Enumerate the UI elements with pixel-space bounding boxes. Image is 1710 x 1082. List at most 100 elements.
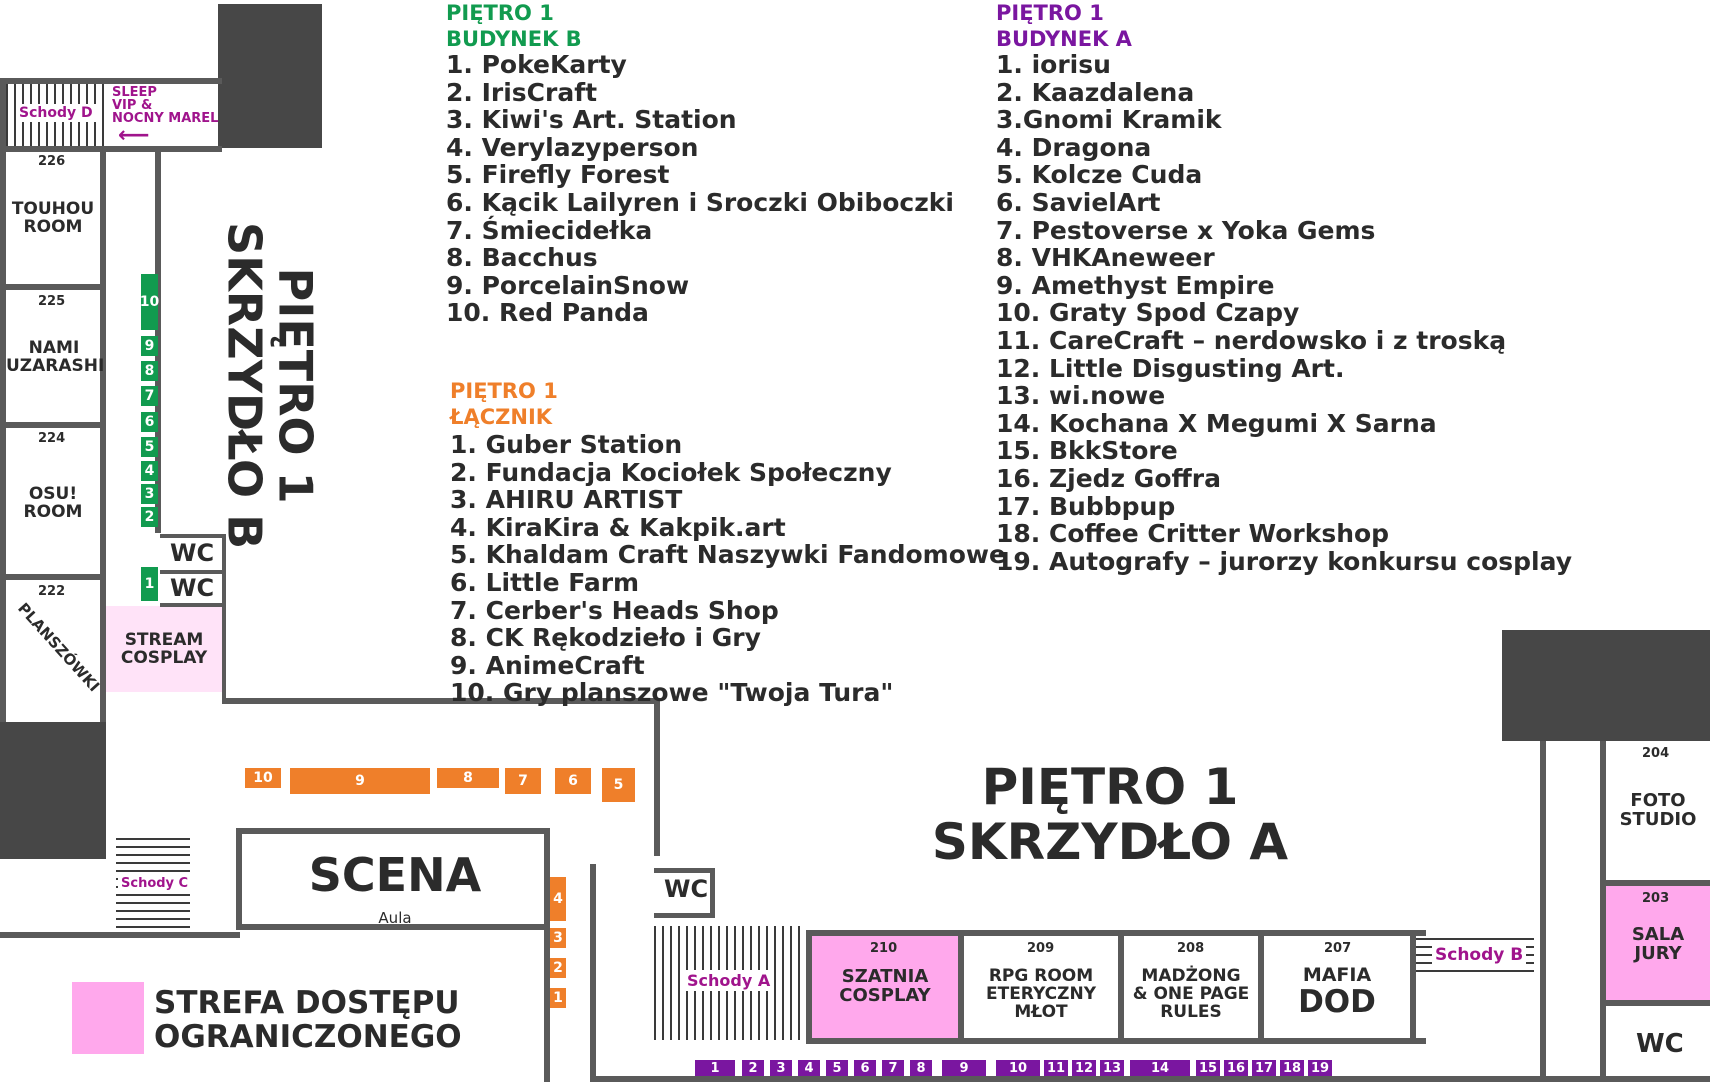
list-item: 19. Autografy – jurorzy konkursu cosplay	[996, 546, 1572, 576]
list-item: 1. Guber Station	[450, 430, 683, 459]
stall-a-12: 12	[1072, 1060, 1096, 1076]
stall-b-6: 6	[141, 412, 158, 432]
stall-b-2: 2	[141, 507, 158, 527]
list-item: 13. wi.nowe	[996, 381, 1166, 411]
list-item: 11. CareCraft – nerdowsko i z troską	[996, 325, 1507, 355]
stall-a-7: 7	[882, 1060, 904, 1076]
room-224-label: OSU! ROOM	[8, 485, 98, 522]
room-number: 226	[38, 154, 66, 169]
wc-label: WC	[664, 875, 709, 903]
list-item: 7. Pestoverse x Yoka Gems	[996, 215, 1376, 245]
stall-l-7: 7	[505, 768, 541, 794]
wall	[222, 698, 660, 704]
room-name-line: MAFIA	[1302, 964, 1372, 986]
wall	[654, 698, 660, 856]
list-head-line: PIĘTRO 1	[446, 1, 554, 25]
stall-l-2: 2	[550, 958, 566, 978]
wall	[806, 930, 1426, 936]
list-item: 7. Cerber's Heads Shop	[450, 595, 779, 625]
list-item: 8. Bacchus	[446, 243, 598, 273]
wall	[160, 603, 226, 607]
room-226-label: TOUHOU ROOM	[8, 200, 98, 237]
wall	[1258, 930, 1264, 1044]
stall-l-3: 3	[550, 928, 566, 948]
room-name-line: STUDIO	[1619, 808, 1697, 830]
room-name-line: ROOM	[23, 216, 83, 237]
list-item: 3. Kiwi's Art. Station	[446, 105, 737, 135]
room-name-line: & ONE PAGE	[1132, 983, 1250, 1004]
room-number: 204	[1642, 746, 1670, 761]
wing-a-title-line: PIĘTRO 1	[981, 758, 1239, 816]
list-a-head: PIĘTRO 1 BUDYNEK A	[996, 0, 1132, 52]
list-item: 14. Kochana X Megumi X Sarna	[996, 408, 1437, 438]
wing-a-title-line: SKRZYDŁO A	[931, 813, 1289, 871]
room-number: 210	[870, 941, 898, 956]
list-b-head: PIĘTRO 1 BUDYNEK B	[446, 0, 582, 52]
list-a: 1. iorisu 2. Kaazdalena 3.Gnomi Kramik 4…	[996, 51, 1572, 575]
stall-b-8: 8	[141, 361, 158, 381]
list-item: 3.Gnomi Kramik	[996, 105, 1222, 135]
list-item: 7. Śmiecidełka	[446, 215, 653, 245]
room-name-line: FOTO	[1630, 790, 1686, 811]
room-name-line: ROOM	[23, 501, 83, 522]
room-204-label: FOTO STUDIO	[1606, 790, 1710, 830]
room-209-label: RPG ROOM ETERYCZNY MŁOT	[964, 967, 1118, 1022]
room-name-line: MADŻONG	[1141, 966, 1241, 986]
wall	[0, 78, 6, 723]
stall-a-5: 5	[826, 1060, 848, 1076]
stream-cosplay-room	[106, 606, 222, 692]
wall	[236, 828, 242, 930]
list-head-line: ŁĄCZNIK	[450, 405, 553, 429]
stall-a-14: 14	[1130, 1060, 1190, 1076]
stall-l-5: 5	[602, 768, 635, 802]
wc-label: WC	[1636, 1029, 1684, 1059]
room-name-line: COSPLAY	[120, 647, 208, 668]
wall	[0, 422, 106, 428]
sleep-sign: SLEEP VIP & NOCNY MAREL	[112, 86, 218, 125]
wing-b-title: PIĘTRO 1 SKRZYDŁO B	[218, 176, 323, 596]
room-name-line: MŁOT	[1014, 1001, 1068, 1022]
stall-l-4: 4	[550, 877, 566, 921]
room-name-line: ETERYCZNY	[985, 983, 1097, 1004]
list-item: 2. Kaazdalena	[996, 77, 1195, 107]
wall	[160, 534, 226, 538]
wall	[654, 913, 714, 918]
wall	[1600, 1000, 1710, 1006]
list-item: 3. AHIRU ARTIST	[450, 485, 683, 515]
wall-block-right	[1502, 630, 1710, 741]
stall-a-4: 4	[798, 1060, 820, 1076]
list-item: 6. Kącik Lailyren i Sroczki Obiboczki	[446, 187, 954, 217]
wall-block-left	[0, 722, 106, 859]
stall-a-16: 16	[1224, 1060, 1248, 1076]
room-203-label: SALA JURY	[1606, 925, 1710, 964]
scena-label: SCENA	[308, 848, 482, 902]
list-item: 12. Little Disgusting Art.	[996, 353, 1345, 383]
stall-a-11: 11	[1044, 1060, 1068, 1076]
wall	[590, 864, 596, 1082]
stall-b-7: 7	[141, 386, 158, 406]
legend-line: STREFA DOSTĘPU	[154, 985, 460, 1021]
list-head-line: BUDYNEK B	[446, 27, 582, 51]
list-head-line: PIĘTRO 1	[450, 379, 558, 403]
wall	[958, 930, 964, 1044]
room-210	[812, 936, 958, 1038]
room-name-line: SZATNIA	[841, 966, 929, 987]
stairs-a-label: Schody A	[684, 970, 774, 991]
list-item: 8. VHKAneweer	[996, 243, 1215, 273]
list-item: 9. Amethyst Empire	[996, 270, 1275, 300]
list-item: 5. Khaldam Craft Naszywki Fandomowe	[450, 540, 1006, 570]
stall-a-6: 6	[854, 1060, 876, 1076]
stall-a-17: 17	[1252, 1060, 1276, 1076]
room-name-line: COSPLAY	[839, 984, 931, 1006]
room-number: 208	[1177, 941, 1205, 956]
wall	[1410, 930, 1416, 1044]
list-item: 4. Verylazyperson	[446, 132, 699, 162]
list-item: 2. IrisCraft	[446, 77, 598, 107]
wall	[594, 1076, 1710, 1082]
wall	[806, 1038, 1426, 1044]
list-head-line: PIĘTRO 1	[996, 1, 1104, 25]
wall	[0, 284, 106, 290]
list-item: 17. Bubbpup	[996, 491, 1176, 521]
wall	[1600, 880, 1710, 886]
wc-label: WC	[170, 539, 215, 567]
